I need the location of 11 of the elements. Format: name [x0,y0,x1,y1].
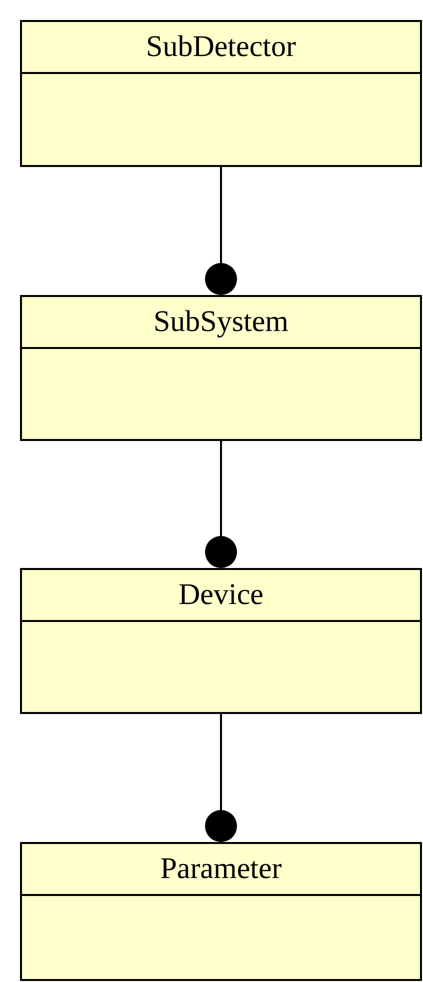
class-name: Parameter [160,852,282,886]
association-line [205,167,237,295]
association-line [205,441,237,568]
class-box [20,295,422,441]
class-name: SubSystem [153,305,289,339]
class-box [20,568,422,714]
class-name: Device [178,578,264,612]
class-name: SubDetector [146,30,296,64]
association-line [205,714,237,842]
class-box [20,20,422,167]
class-box [20,842,422,981]
